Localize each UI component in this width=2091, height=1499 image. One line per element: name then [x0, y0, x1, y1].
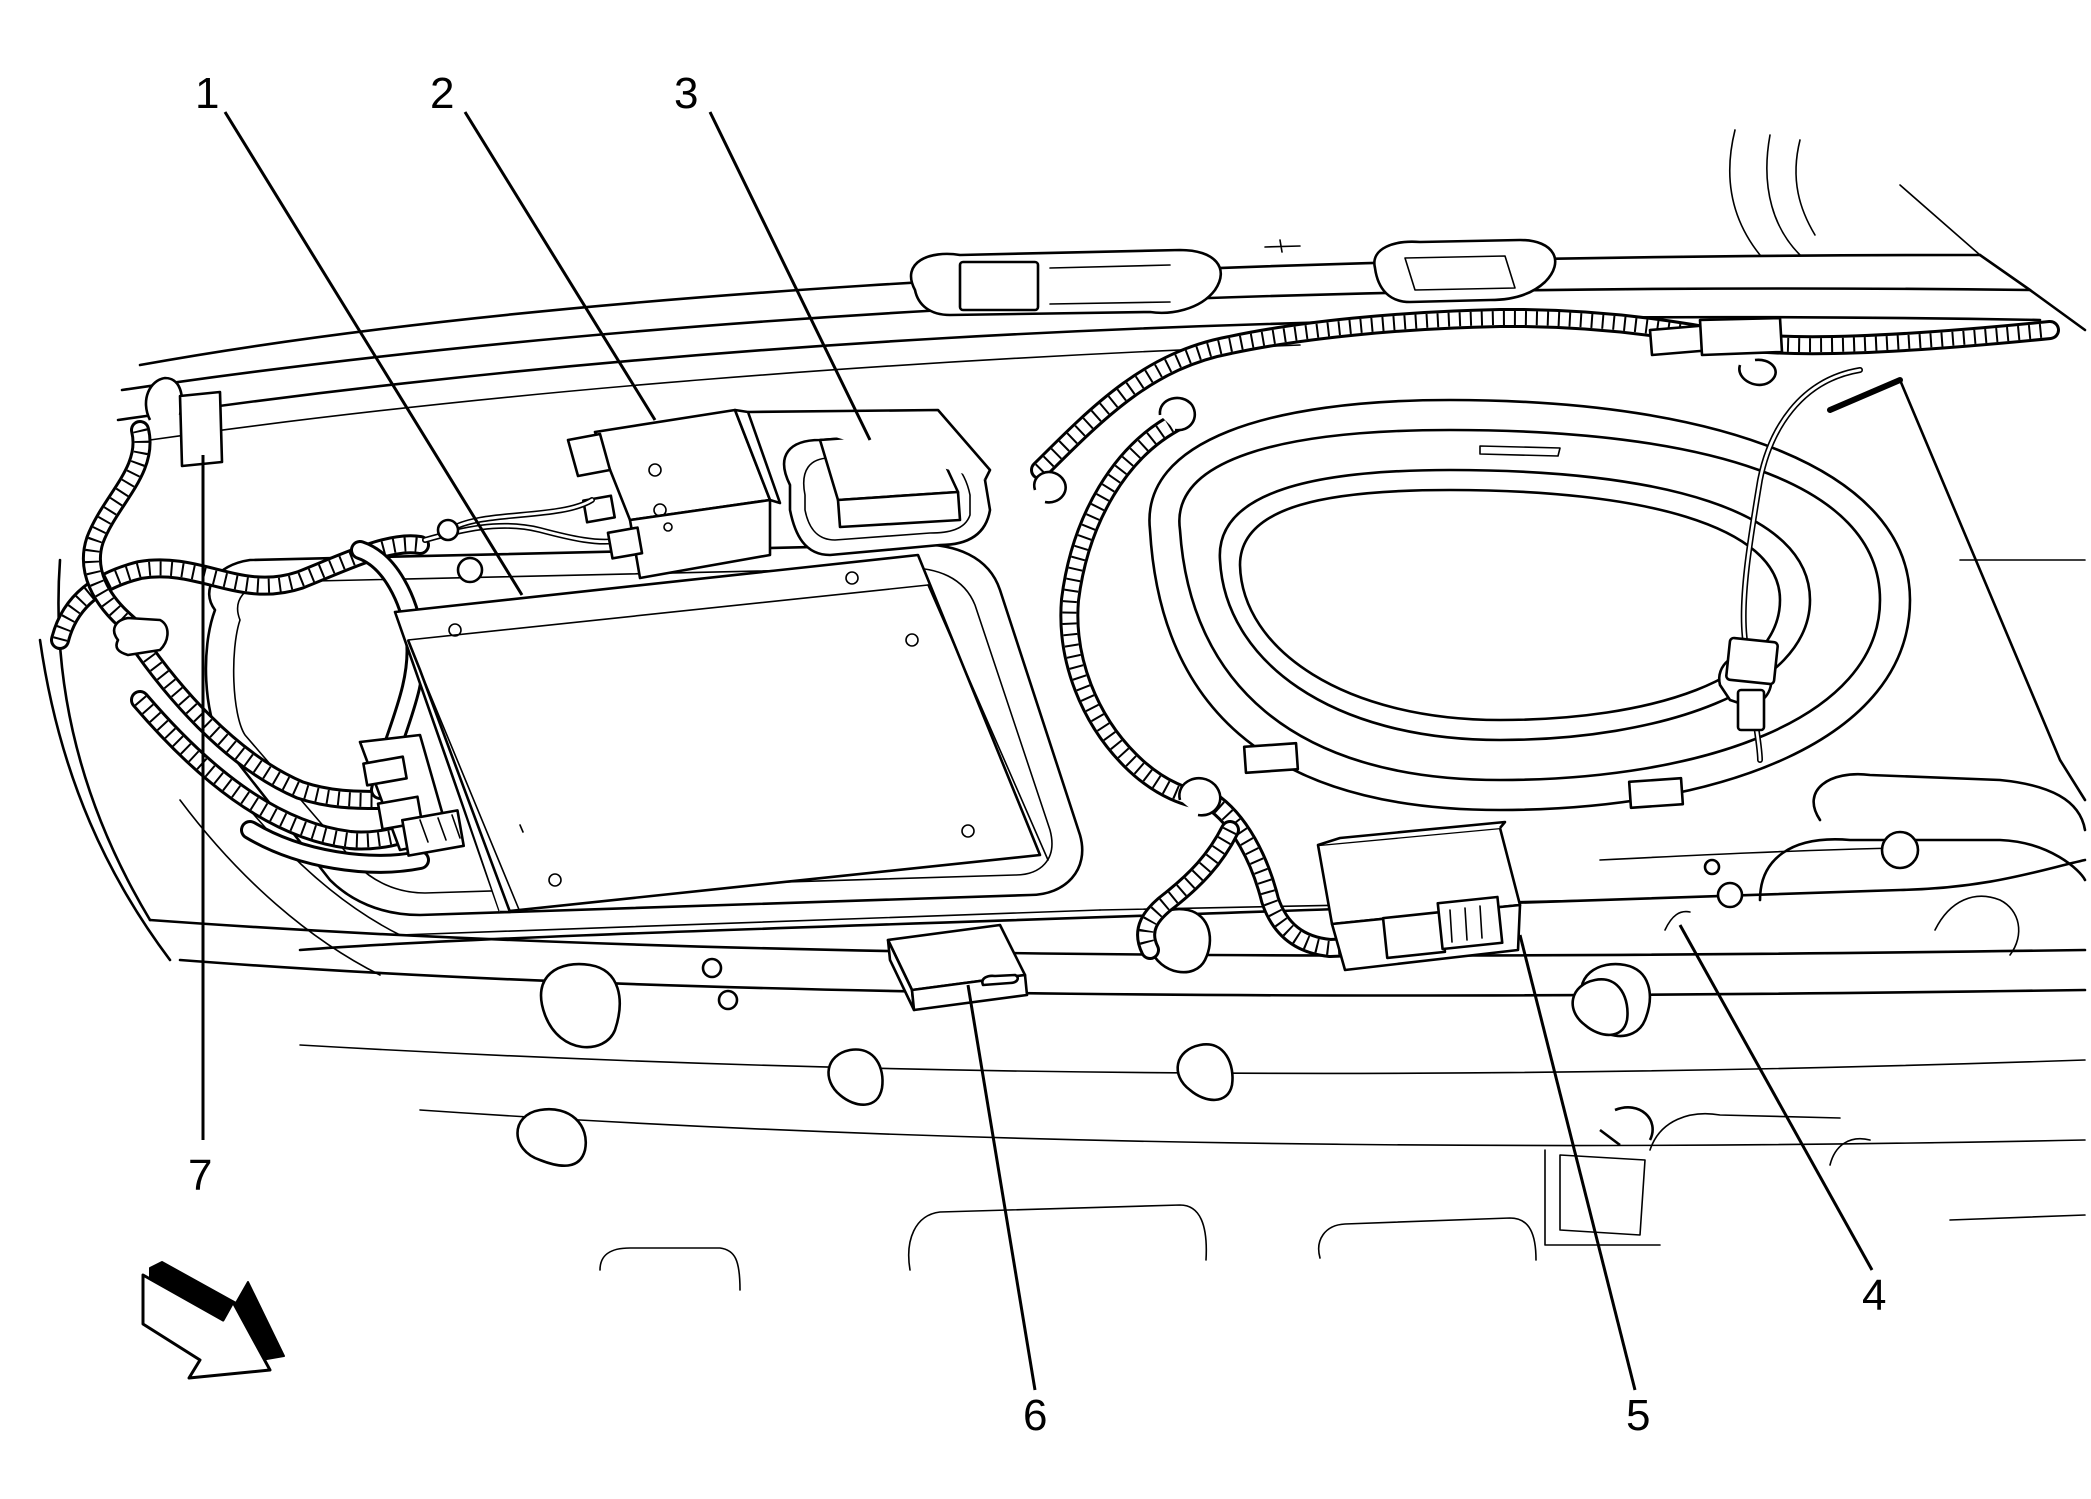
leader-1 [223, 111, 524, 596]
leader-lines [201, 111, 1874, 1391]
component-3-module [747, 408, 992, 557]
component-6-module [886, 923, 1029, 1012]
component-7-clip [178, 390, 224, 468]
callout-7: 7 [188, 1151, 212, 1200]
leader-2 [463, 111, 657, 421]
callout-2: 2 [430, 69, 454, 118]
leader-6 [966, 984, 1037, 1391]
rear-shelf-panel [38, 253, 2087, 1147]
callout-numbers: 1 2 3 4 5 6 7 [188, 69, 1886, 1440]
upper-rail-slots [909, 129, 1981, 317]
component-1-connector [358, 733, 466, 857]
leader-3 [708, 111, 872, 441]
view-direction-arrow-icon [141, 1261, 285, 1380]
leader-5 [1518, 934, 1637, 1391]
callout-4: 4 [1862, 1271, 1886, 1320]
leader-4 [1678, 924, 1874, 1271]
callout-3: 3 [674, 69, 698, 118]
spare-tire-well [1148, 398, 1912, 812]
component-5-module [1316, 820, 1522, 972]
callout-5: 5 [1626, 1391, 1650, 1440]
callout-1: 1 [195, 69, 219, 118]
component-1-module [393, 553, 1049, 914]
component-2-module [436, 408, 782, 584]
callout-6: 6 [1023, 1391, 1047, 1440]
component-4-fastener [1664, 910, 1691, 931]
